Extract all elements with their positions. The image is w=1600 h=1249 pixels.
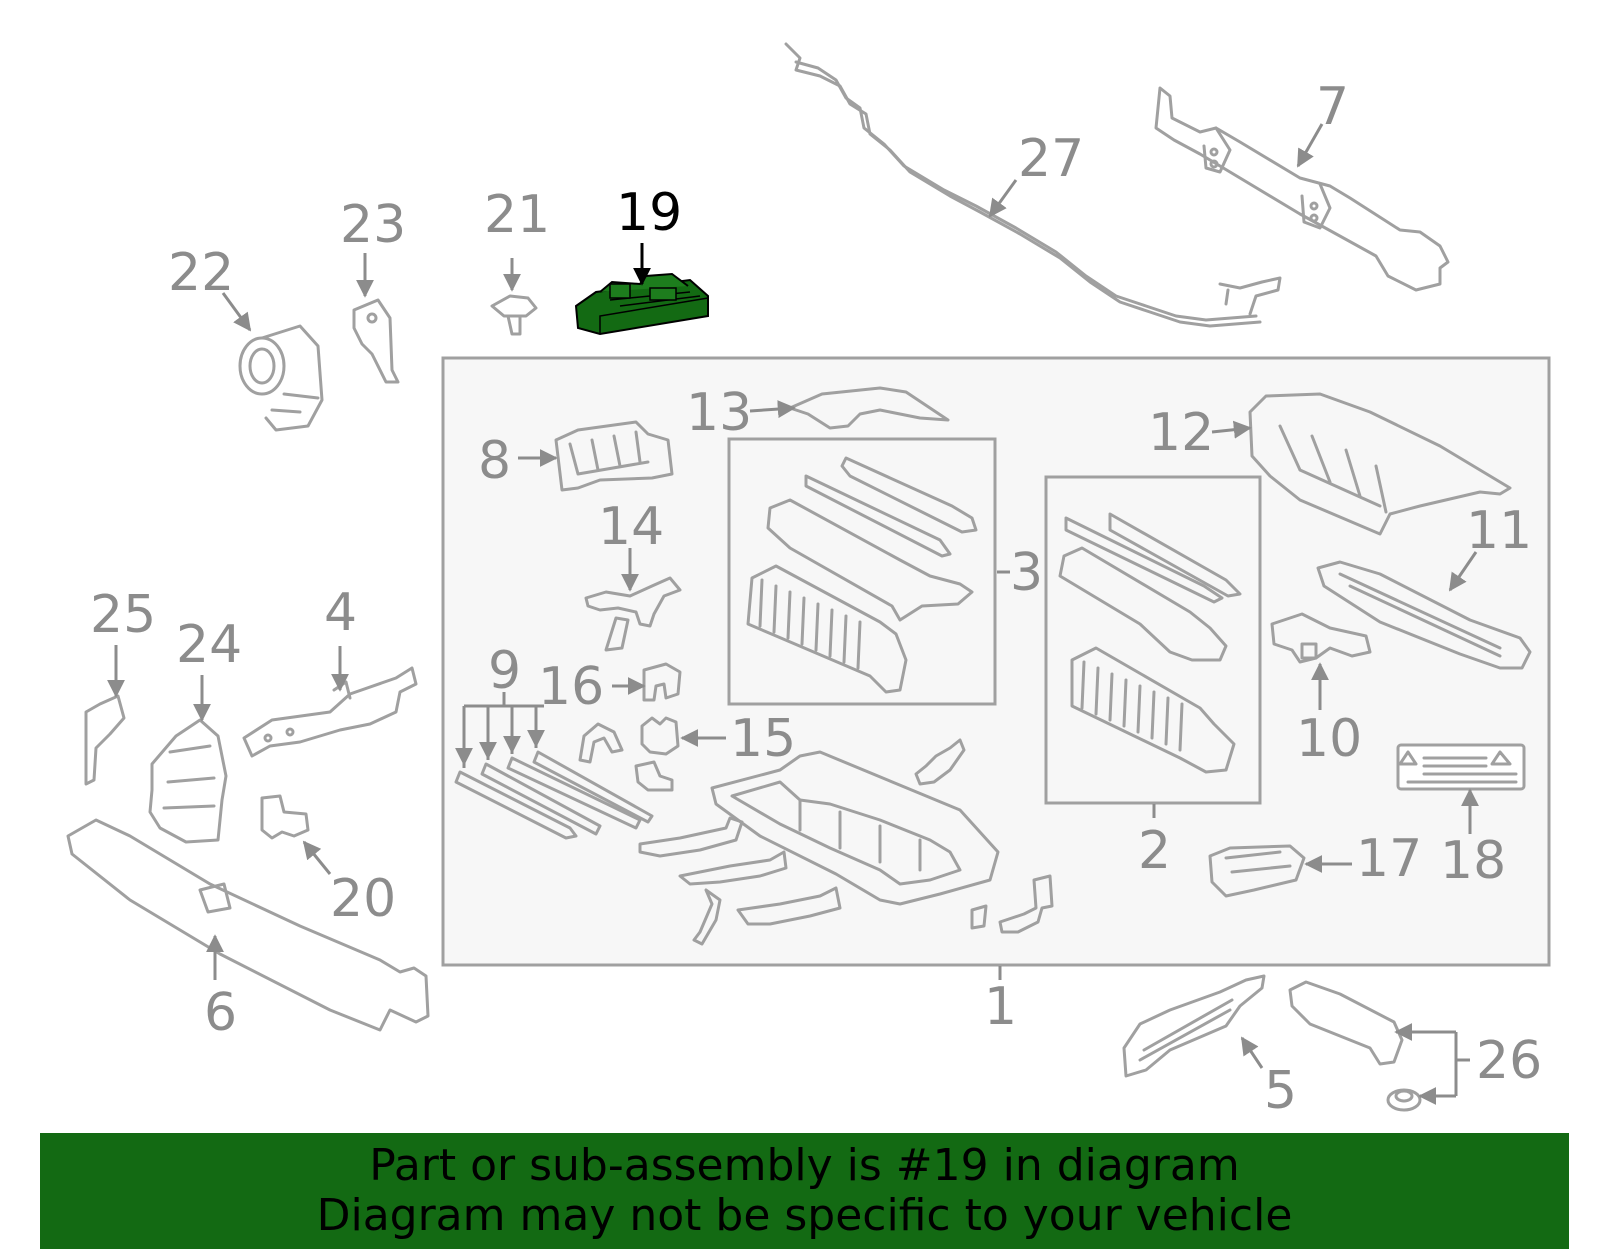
- part-26: [1288, 980, 1422, 1112]
- label-15: 15: [730, 709, 796, 769]
- label-19[interactable]: 19: [616, 183, 682, 243]
- part-15: [634, 716, 680, 792]
- part-6: [66, 818, 430, 1032]
- part-11: [1316, 560, 1532, 670]
- assembly-box-3: [727, 437, 997, 706]
- label-9: 9: [488, 641, 521, 701]
- part-19-highlighted[interactable]: [574, 272, 709, 336]
- part-13: [788, 386, 950, 430]
- label-6: 6: [204, 983, 237, 1043]
- label-17: 17: [1356, 829, 1422, 889]
- part-24: [148, 718, 228, 844]
- label-10: 10: [1296, 709, 1362, 769]
- part-10: [1270, 612, 1372, 664]
- part-1-tray: [710, 738, 1000, 906]
- label-16: 16: [538, 657, 604, 717]
- part-21: [490, 294, 538, 336]
- label-18: 18: [1440, 831, 1506, 891]
- part-5: [1122, 974, 1266, 1078]
- label-26: 26: [1476, 1031, 1542, 1091]
- label-13: 13: [686, 383, 752, 443]
- part-1-misc: [638, 816, 1054, 946]
- assembly-box-2: [1044, 475, 1262, 805]
- leader-lines: [107, 123, 1479, 1105]
- label-11: 11: [1466, 501, 1532, 561]
- label-21: 21: [484, 185, 550, 245]
- label-24: 24: [176, 615, 242, 675]
- part-8: [554, 420, 674, 492]
- label-4: 4: [324, 583, 357, 643]
- label-5: 5: [1264, 1061, 1297, 1121]
- part-4: [242, 666, 418, 758]
- label-8: 8: [478, 431, 511, 491]
- part-7: [1154, 86, 1450, 292]
- part-18: [1396, 743, 1526, 791]
- part-17: [1208, 844, 1306, 898]
- label-2: 2: [1138, 821, 1171, 881]
- part-22: [238, 324, 324, 432]
- label-7: 7: [1316, 77, 1349, 137]
- label-14: 14: [598, 497, 664, 557]
- label-1: 1: [984, 977, 1017, 1037]
- part-27: [784, 42, 1282, 328]
- label-12: 12: [1148, 403, 1214, 463]
- part-2-items: [1058, 512, 1242, 774]
- part-9: [454, 722, 654, 840]
- label-23: 23: [340, 195, 406, 255]
- part-20: [260, 794, 310, 840]
- label-3: 3: [1010, 543, 1043, 603]
- label-27: 27: [1018, 129, 1084, 189]
- banner-line-2: Diagram may not be specific to your vehi…: [316, 1190, 1293, 1241]
- label-25: 25: [90, 585, 156, 645]
- banner-line-1: Part or sub-assembly is #19 in diagram: [369, 1140, 1240, 1191]
- part-14: [584, 576, 682, 652]
- part-16: [642, 662, 682, 702]
- part-3-items: [746, 456, 978, 694]
- info-banner: Part or sub-assembly is #19 in diagram D…: [40, 1133, 1569, 1249]
- label-20: 20: [330, 869, 396, 929]
- part-23: [352, 298, 400, 384]
- label-22: 22: [168, 243, 234, 303]
- part-25: [84, 694, 126, 786]
- part-12: [1248, 392, 1512, 536]
